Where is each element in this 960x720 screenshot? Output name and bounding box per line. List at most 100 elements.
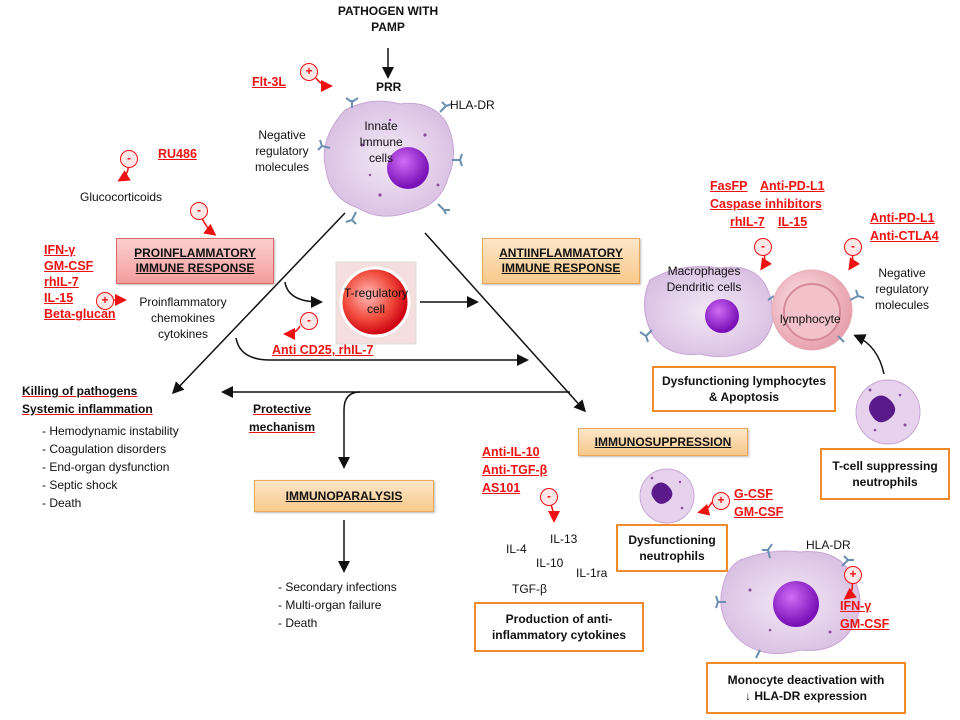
red-arrow-gcsf [697, 501, 713, 516]
hla-dr-mono-label: HLA-DR [806, 538, 851, 552]
drug-gmcsf-neut: GM-CSF [734, 505, 784, 519]
list-item: - Death [278, 616, 318, 630]
cytokine-il10: IL-10 [536, 556, 564, 570]
dysf-neut-line-1: Dysfunctioning [628, 533, 716, 547]
minus-sign-icon: - [844, 238, 862, 256]
list-item: - Death [42, 496, 82, 510]
drug-rhil7-right: rhIL-7 [730, 215, 765, 229]
hla-dr-top-label: HLA-DR [450, 98, 495, 112]
plus-sign-icon: + [844, 566, 862, 584]
lymphocyte-label: lymphocyte [780, 312, 841, 326]
proinfl-box-line-1: PROINFLAMMATORY [134, 246, 256, 260]
mono-deact-line-2: ↓ HLA-DR expression [744, 689, 868, 703]
monocyte-graphic [715, 543, 861, 659]
proinfl-text-1: Proinflammatory [139, 295, 227, 309]
antiinfl-box-line-1: ANTIINFLAMMATORY [499, 246, 623, 260]
neg-reg-right-2: regulatory [875, 282, 929, 296]
minus-sign-icon: - [300, 312, 318, 330]
macrophage-dendritic-cell [639, 266, 775, 358]
drug-left-rhil7: rhIL-7 [44, 275, 79, 289]
tcell-neut-line-1: T-cell suppressing [832, 459, 938, 473]
killing-line-2: Systemic inflammation [22, 402, 153, 416]
drug-il15-right: IL-15 [778, 215, 808, 229]
drug-fasfp: FasFP [710, 179, 748, 193]
immunoparalysis-box: IMMUNOPARALYSIS [254, 480, 434, 512]
dysfunctioning-neutrophils-box: Dysfunctioning neutrophils [616, 524, 728, 572]
drug-ifn-mono: IFN-γ [840, 599, 872, 613]
drug-anti-pdl1-b: Anti-PD-L1 [870, 211, 935, 225]
killing-list: - Hemodynamic instability - Coagulation … [42, 422, 179, 512]
neg-reg-right-3: molecules [874, 298, 930, 312]
innate-label-3: cells [368, 151, 393, 165]
plus-sign-icon: + [96, 292, 114, 310]
cytokine-il4: IL-4 [506, 542, 527, 556]
pamp-label: PAMP [371, 20, 405, 34]
killing-line-1: Killing of pathogens [22, 384, 138, 398]
minus-sign-icon: - [540, 488, 558, 506]
minus-sign-icon: - [190, 202, 208, 220]
list-item: - Septic shock [42, 478, 118, 492]
prod-anti-line-1: Production of anti- [505, 612, 613, 626]
neg-reg-left-2: regulatory [255, 144, 309, 158]
tcell-suppressing-neutrophils-box: T-cell suppressing neutrophils [820, 448, 950, 500]
production-anti-inflammatory-box: Production of anti-inflammatory cytokine… [474, 602, 644, 652]
list-item: - Coagulation disorders [42, 442, 167, 456]
antiinfl-box-line-2: IMMUNE RESPONSE [501, 261, 621, 275]
pathogen-label: PATHOGEN WITH [337, 4, 439, 18]
glucocorticoids-label: Glucocorticoids [80, 190, 163, 204]
cytokine-tgfb: TGF-β [512, 582, 547, 596]
t-regulatory-cell-graphic [335, 261, 417, 345]
mac-label-1: Macrophages [667, 264, 741, 278]
drug-gcsf: G-CSF [734, 487, 773, 501]
arrow-proinfl-to-anti [235, 337, 529, 366]
arrow-to-killing [171, 212, 346, 395]
drug-left-ifn: IFN-γ [44, 243, 76, 257]
drug-left-il15: IL-15 [44, 291, 74, 305]
plus-sign-icon: + [712, 492, 730, 510]
paralysis-list: - Secondary infections - Multi-organ fai… [278, 578, 397, 632]
innate-immune-cell [317, 97, 463, 225]
cytokine-il13: IL-13 [550, 532, 578, 546]
monocyte-deactivation-box: Monocyte deactivation with ↓ HLA-DR expre… [706, 662, 906, 714]
proinfl-box-line-2: IMMUNE RESPONSE [135, 261, 255, 275]
treg-label-1: T-regulatory [343, 286, 409, 300]
dysf-lymph-line-2: & Apoptosis [708, 390, 780, 404]
drug-ru486: RU486 [158, 147, 197, 161]
tcell-neut-line-2: neutrophils [852, 475, 918, 489]
minus-sign-icon: - [754, 238, 772, 256]
red-arrow-treg [283, 325, 301, 340]
lymphocyte-graphic [771, 269, 865, 351]
arrow-to-treg [284, 281, 323, 308]
dysf-lymph-line-1: Dysfunctioning lymphocytes [661, 374, 827, 388]
drug-flt3l: Flt-3L [252, 75, 287, 89]
cytokine-il1ra: IL-1ra [576, 566, 608, 580]
mono-deact-line-1: Monocyte deactivation with [727, 673, 885, 687]
drug-anti-ctla4: Anti-CTLA4 [870, 229, 939, 243]
innate-label-2: Immune [359, 135, 403, 149]
neg-reg-right-1: Negative [878, 266, 926, 280]
drug-anti-il10: Anti-IL-10 [482, 445, 540, 459]
arrow-to-immunoparalysis [338, 391, 361, 469]
drug-anti-pdl1-a: Anti-PD-L1 [760, 179, 825, 193]
treg-label-2: cell [366, 302, 385, 316]
drug-anti-tgfb: Anti-TGF-β [482, 463, 548, 477]
drug-anti-cd25: Anti CD25, rhIL-7 [272, 343, 374, 357]
protective-line-2: mechanism [248, 420, 316, 434]
proinfl-text-2: chemokines [150, 311, 216, 325]
mac-label-2: Dendritic cells [666, 280, 742, 294]
list-item: - Multi-organ failure [278, 598, 382, 612]
dysf-neut-line-2: neutrophils [639, 549, 705, 563]
dysfunctioning-neutrophil [639, 468, 695, 524]
drug-as101: AS101 [482, 481, 521, 495]
plus-sign-icon: + [300, 63, 318, 81]
arrow-to-immunosuppression [424, 232, 587, 413]
innate-label-1: Innate [364, 119, 398, 133]
proinfl-text-3: cytokines [157, 327, 209, 341]
arrow-neut-lymph [853, 334, 885, 375]
drug-caspase: Caspase inhibitors [710, 197, 822, 211]
list-item: - End-organ dysfunction [42, 460, 170, 474]
